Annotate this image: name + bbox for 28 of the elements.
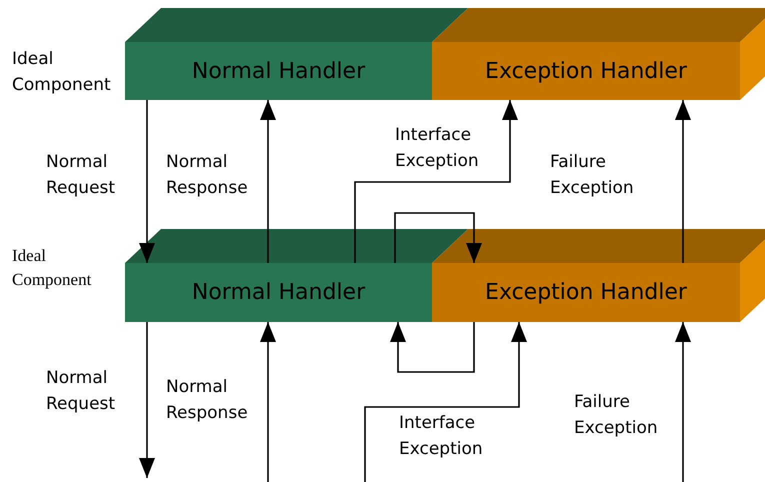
handler-name: Normal Handler: [192, 58, 366, 84]
arrow: [139, 322, 155, 478]
arrow: [354, 100, 518, 263]
handler-box: [432, 42, 740, 100]
arrow: [675, 100, 691, 263]
edge-label: Normal Response: [166, 376, 249, 425]
arrow: [260, 322, 276, 482]
handler-box: [125, 42, 432, 100]
handler-name: Exception Handler: [485, 58, 687, 84]
edge-label: Failure Exception: [574, 391, 659, 440]
edge-label: Normal Response: [166, 151, 249, 200]
arrow: [260, 100, 276, 263]
component-label: Ideal Component: [12, 245, 92, 291]
edge-label: Normal Request: [46, 367, 116, 416]
handler-box: [432, 263, 740, 322]
component-label: Ideal Component: [12, 48, 112, 97]
handler-name: Exception Handler: [485, 280, 687, 305]
arrow: [364, 322, 527, 482]
arrow: [390, 322, 475, 373]
handler-name: Normal Handler: [192, 280, 366, 305]
handler-box: [125, 263, 432, 322]
edge-label: Interface Exception: [395, 124, 480, 173]
arrow: [675, 322, 691, 482]
edge-label: Failure Exception: [550, 151, 635, 200]
edge-label: Normal Request: [46, 151, 116, 200]
edge-label: Interface Exception: [399, 412, 484, 461]
arrow: [139, 100, 155, 263]
arrow: [394, 212, 482, 263]
